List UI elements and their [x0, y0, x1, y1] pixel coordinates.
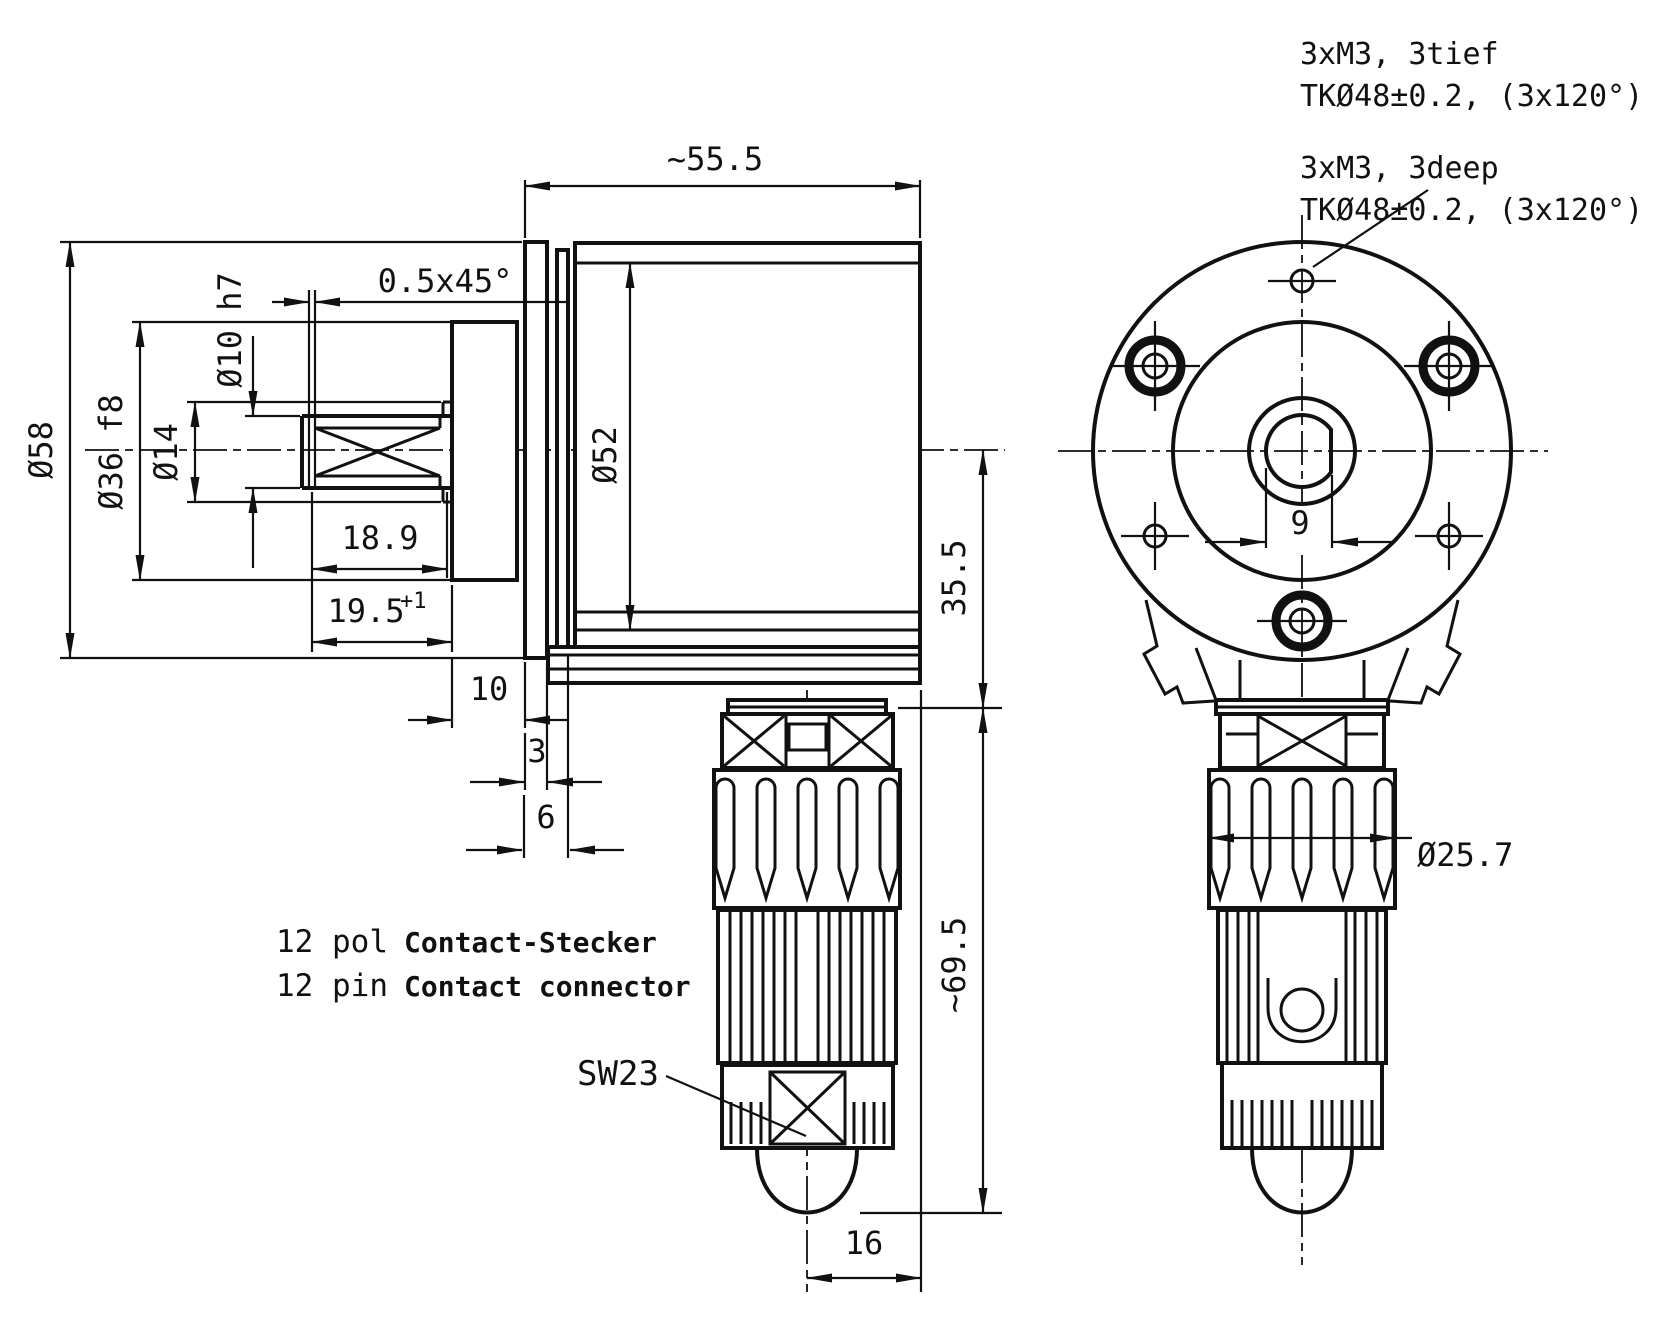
shaft-collar-circle — [1247, 396, 1357, 506]
ribs — [728, 910, 886, 1063]
dim-9: 9 — [1205, 468, 1393, 548]
dim-chamfer-label: 0.5x45° — [378, 262, 513, 300]
hex-nut-sw23 — [720, 1063, 895, 1150]
dim-dia257: Ø25.7 — [1208, 833, 1513, 874]
dim-6: 6 — [466, 655, 624, 858]
wrench-size-label: SW23 — [577, 1054, 659, 1094]
hub-boss — [450, 320, 519, 582]
dim-16: 16 — [806, 690, 923, 1292]
dim-overall-label: ~55.5 — [667, 140, 763, 178]
dim-695-label: ~69.5 — [935, 917, 973, 1013]
m3-note-de-line2: TKØ48±0.2, (3x120°) — [1300, 79, 1643, 114]
dim-10-label: 10 — [470, 670, 509, 708]
dim-dia10-label: Ø10 h7 — [211, 272, 249, 388]
cable-boot — [755, 1147, 859, 1215]
cable-clamp-clevis — [1266, 978, 1338, 1044]
bottom-band-ribs — [1230, 1100, 1374, 1146]
clamp-ears — [1142, 599, 1462, 705]
dim-dia52: Ø52 — [586, 262, 635, 631]
connector-side — [712, 690, 902, 1292]
connector-front — [1207, 698, 1397, 1215]
counterbore-holes — [1110, 321, 1494, 652]
dim-3-label: 3 — [527, 732, 546, 770]
dim-195-tolerance: +1 — [400, 589, 427, 614]
dim-189-label: 18.9 — [341, 519, 418, 557]
shaft-flat-circle — [1264, 413, 1333, 489]
m3-note-leader-line — [1312, 189, 1429, 268]
gland-body — [1216, 908, 1388, 1065]
housing-base-plate — [546, 645, 922, 685]
cable-boot-front — [1250, 1147, 1354, 1215]
connector-note-en-name: Contact connector — [404, 970, 691, 1003]
flutes — [714, 777, 900, 904]
dim-dia10: Ø10 h7 — [211, 272, 300, 568]
dim-dia36: Ø36 f8 — [92, 320, 450, 582]
dim-195-label: 19.5 — [327, 592, 404, 630]
dim-695: ~69.5 — [860, 707, 1002, 1215]
m3-note-en-line2: TKØ48±0.2, (3x120°) — [1300, 193, 1643, 228]
dim-dia58-label: Ø58 — [22, 421, 60, 479]
dim-9-label: 9 — [1290, 504, 1309, 542]
connector-note-de-name: Contact-Stecker — [404, 926, 657, 959]
dim-dia14-label: Ø14 — [147, 423, 185, 481]
connector-note-en-qty: 12 pin — [276, 968, 388, 1004]
dim-355: 35.5 — [898, 449, 1002, 710]
gland-ribs — [1225, 910, 1379, 1063]
dim-dia58: Ø58 — [22, 240, 545, 660]
side-dimensions: ~55.5 Ø58 Ø36 f8 Ø14 — [22, 140, 1002, 1292]
dim-chamfer: 0.5x45° — [272, 262, 568, 307]
dim-overall-length: ~55.5 — [523, 140, 922, 238]
front-view: 9 Ø25.7 3xM3, 3tief TKØ48±0.2, (3x120°) … — [1058, 37, 1643, 1265]
dim-10: 10 — [408, 658, 568, 728]
connector-collar — [720, 712, 895, 770]
ribbed-section — [716, 908, 898, 1065]
dim-195: 19.5 +1 — [311, 585, 454, 652]
dim-16-label: 16 — [845, 1224, 884, 1262]
side-view: ~55.5 Ø58 Ø36 f8 Ø14 — [22, 140, 1005, 1292]
sw23-leader-line — [665, 1074, 807, 1138]
fluted-section — [712, 768, 902, 910]
connector-note-de-qty: 12 pol — [276, 924, 388, 960]
m3-note-de-line1: 3xM3, 3tief — [1300, 37, 1499, 72]
flutes-front — [1209, 777, 1395, 904]
m3-note-en-line1: 3xM3, 3deep — [1300, 151, 1499, 186]
dim-dia52-label: Ø52 — [586, 426, 624, 484]
dim-dia36-label: Ø36 f8 — [92, 394, 130, 510]
dim-dia257-label: Ø25.7 — [1417, 836, 1513, 874]
dim-355-label: 35.5 — [935, 539, 973, 616]
clamp-screw-hole — [1279, 987, 1325, 1033]
housing-outline-circle — [1091, 240, 1513, 662]
dim-dia14: Ø14 — [147, 400, 441, 504]
spacer-plate — [555, 248, 570, 652]
m3-holes — [1121, 268, 1483, 570]
boss-circle — [1171, 320, 1433, 582]
connector-annotation: 12 pol Contact-Stecker 12 pin Contact co… — [276, 924, 807, 1138]
bottom-band — [1220, 1061, 1384, 1150]
dim-3: 3 — [470, 662, 602, 790]
thread-notes: 3xM3, 3tief TKØ48±0.2, (3x120°) 3xM3, 3d… — [1300, 37, 1643, 228]
dim-189: 18.9 — [310, 492, 449, 652]
dim-6-label: 6 — [536, 798, 555, 836]
flange-plate — [523, 240, 549, 660]
